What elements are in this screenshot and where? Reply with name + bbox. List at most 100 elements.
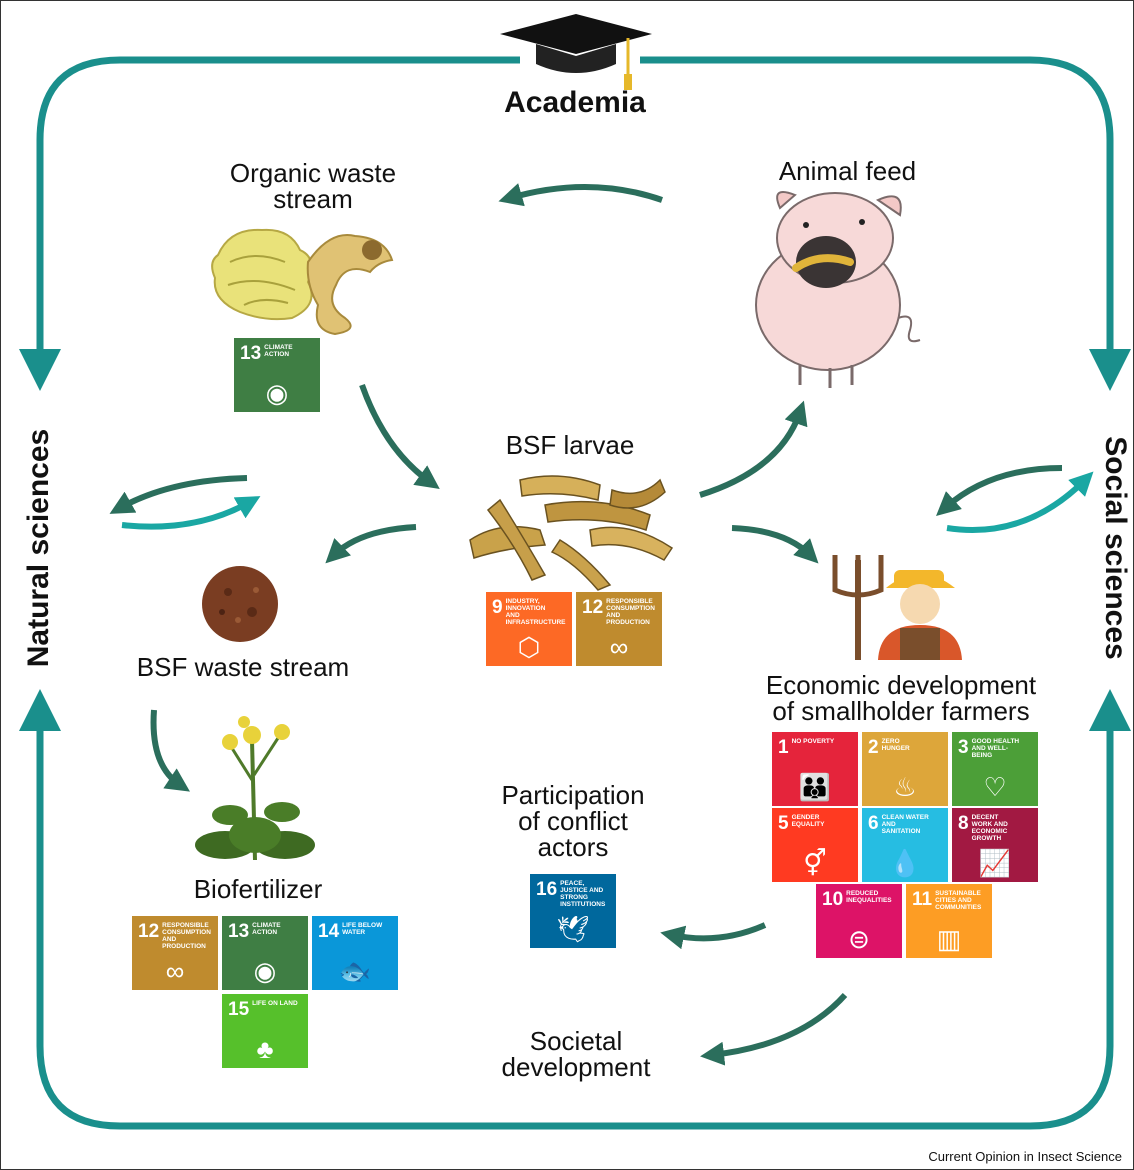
sdg-12-tile: 12Responsible consumption and production… [576,592,662,666]
sdg-13-tile: 13Climate action ◉ [222,916,308,990]
sdg-6-icon: 💧 [888,848,922,878]
sdg-number: 11 [912,889,933,910]
sdg-3-tile: 3Good health and well-being ♡ [952,732,1038,806]
arrow-larvae-to-feed [699,400,808,498]
arrow-larvae-to-farmers [731,525,819,564]
sdg-number: 13 [240,343,262,364]
sdg-number: 15 [228,999,250,1020]
sdg-title: Sustainable cities and communities [935,890,982,911]
social-sciences-label: Social sciences [1099,436,1132,660]
plant-illustration [195,716,315,861]
sdg-16-tile: 16Peace, justice and strong institutions… [530,874,616,948]
sdg-12-icon: ∞ [609,632,629,662]
arrow-from-social-sciences [946,471,1094,533]
pig-illustration [755,191,921,388]
sdg-title: No poverty [791,738,835,745]
sdg-title: Zero hunger [881,738,910,752]
sdg-title: Reduced inequalities [846,890,892,904]
organic-waste-label: Organic waste stream [229,158,397,214]
sdg-1-icon: 👪 [798,772,832,802]
sdg-title: Decent work and economic growth [971,814,1008,842]
arrow-to-social-sciences [936,465,1063,516]
sdg-6-tile: 6Clean water and sanitation 💧 [862,808,948,882]
sdg-number: 10 [822,889,844,910]
sdg-15-tile: 15Life on land ♣ [222,994,308,1068]
sdg-title: Industry, innovation and infrastructure [505,598,566,626]
sdg-number: 6 [868,813,879,834]
sdg-title: Climate action [252,922,281,936]
sdg-title: Gender equality [791,814,825,828]
sdg-9-tile: 9Industry, innovation and infrastructure… [486,592,572,666]
sdg-3-icon: ♡ [983,772,1007,802]
sdg-16-icon: 🕊 [556,914,590,944]
sdg-number: 1 [778,737,789,758]
sdg-title: Good health and well-being [971,738,1020,759]
sdg-number: 16 [536,879,558,900]
sdg-2-tile: 2Zero hunger ♨ [862,732,948,806]
sdg-8-icon: 📈 [978,848,1012,878]
biofertilizer-label: Biofertilizer [193,874,323,904]
sdg-5-tile: 5Gender equality ⚥ [772,808,858,882]
bsf-larvae-label: BSF larvae [505,430,635,460]
sdg-2-icon: ♨ [893,772,917,802]
sdg-title: Life on land [252,1000,298,1007]
sdg-number: 12 [138,921,160,942]
bsf-waste-label: BSF waste stream [136,652,350,682]
economic-development-label: Economic development of smallholder farm… [765,670,1037,726]
graduation-cap-icon [500,14,652,90]
sdg-15-icon: ♣ [256,1034,274,1064]
sdg-number: 14 [318,921,340,942]
sdg-title: Responsible consumption and production [606,598,655,626]
journal-credit: Current Opinion in Insect Science [928,1149,1122,1164]
sdg-number: 5 [778,813,789,834]
sdg-13-tile: 13Climate action ◉ [234,338,320,412]
organic-waste-illustration [211,228,394,336]
sdg-12-tile: 12Responsible consumption and production… [132,916,218,990]
sdg-number: 8 [958,813,969,834]
sdg-14-icon: 🐟 [338,956,372,986]
sdg-5-icon: ⚥ [803,848,827,878]
sdg-title: Clean water and sanitation [881,814,929,835]
sdg-number: 3 [958,737,969,758]
arrow-farmers-to-participation [660,922,767,950]
farmer-icon [832,555,962,660]
sdg-title: Life below water [342,922,383,936]
sdg-11-tile: 11Sustainable cities and communities ▥ [906,884,992,958]
sdg-12-icon: ∞ [165,956,185,986]
sdg-14-tile: 14Life below water 🐟 [312,916,398,990]
sdg-10-icon: ⊜ [848,924,870,954]
sdg-number: 13 [228,921,250,942]
sdg-title: Responsible consumption and production [162,922,211,950]
arrow-farmers-to-societal [700,992,848,1066]
arrow-bsfwaste-to-biofert [150,709,190,792]
sdg-title: Climate action [264,344,293,358]
natural-sciences-label: Natural sciences [22,428,55,668]
sdg-10-tile: 10Reduced inequalities ⊜ [816,884,902,958]
outer-arrow-bottom-left [19,689,575,1130]
sdg-9-icon: ⬡ [517,632,541,662]
arrow-larvae-to-bsfwaste [325,524,417,564]
animal-feed-label: Animal feed [778,156,917,186]
participation-label: Participation of conflict actors [501,780,645,862]
sdg-title: Peace, justice and strong institutions [560,880,606,908]
sdg-13-icon: ◉ [253,956,277,986]
sdg-13-icon: ◉ [265,378,289,408]
compost-illustration [202,566,278,642]
sdg-number: 9 [492,597,503,618]
sdg-8-tile: 8Decent work and economic growth 📈 [952,808,1038,882]
outer-arrow-bottom-right [575,689,1131,1130]
sdg-number: 12 [582,597,604,618]
arrow-from-natural-sciences [121,496,261,530]
societal-development-label: Societal development [501,1026,651,1082]
academia-label: Academia [504,86,646,119]
arrow-to-natural-sciences [109,475,248,514]
outer-arrow-top-left [19,56,520,391]
arrow-waste-to-larvae [359,383,440,489]
sdg-number: 2 [868,737,879,758]
larvae-illustration [469,475,674,591]
arrow-feed-to-waste [498,183,663,207]
sdg-1-tile: 1No poverty 👪 [772,732,858,806]
sdg-11-icon: ▥ [936,924,962,954]
outer-arrow-top-right [640,56,1131,391]
